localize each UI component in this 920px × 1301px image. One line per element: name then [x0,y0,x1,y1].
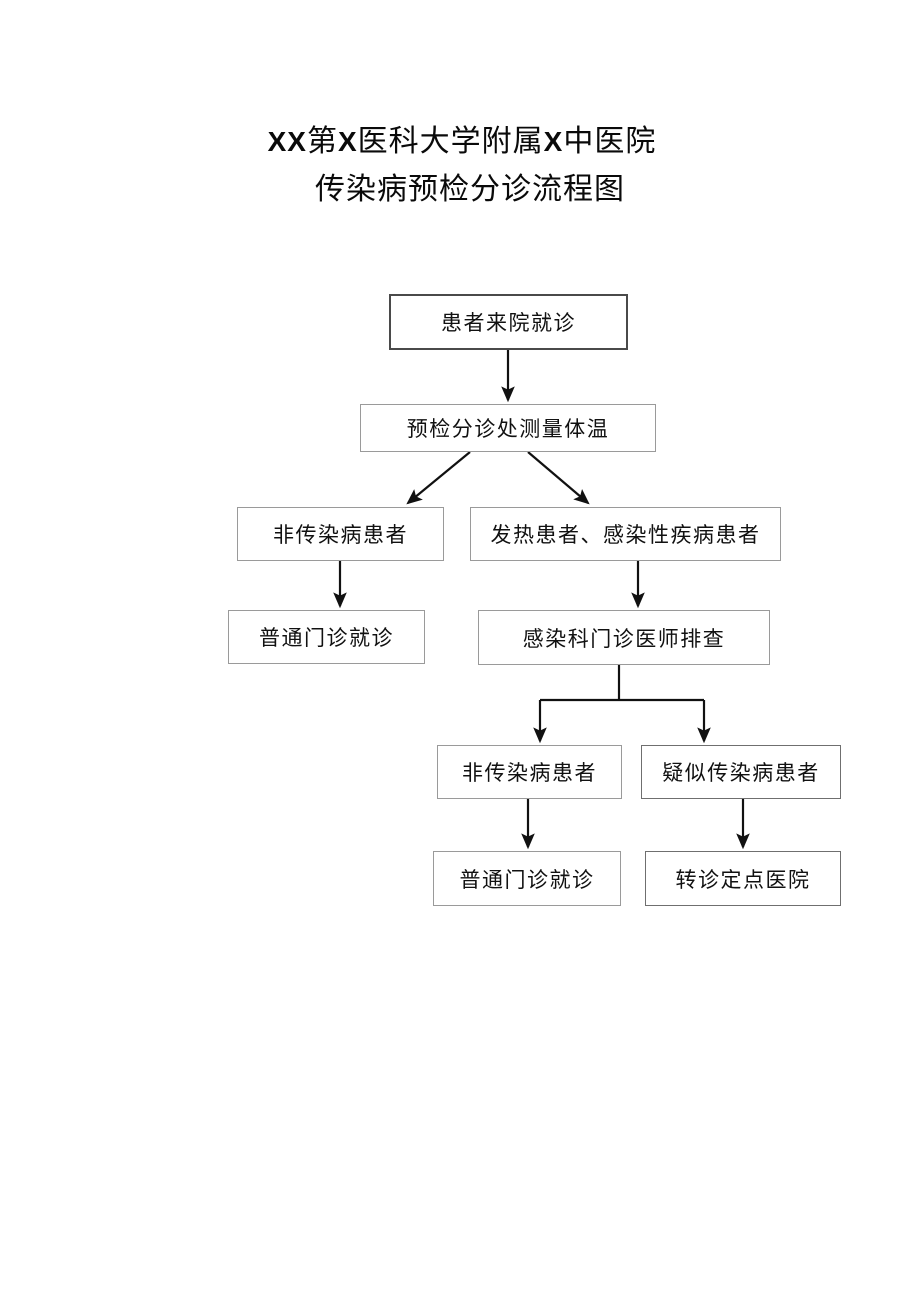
node-suspected-infectious-patient[interactable]: 疑似传染病患者 [641,745,841,799]
node-refer-designated-hospital[interactable]: 转诊定点医院 [645,851,841,906]
node-non-infectious-patient-upper[interactable]: 非传染病患者 [237,507,444,561]
node-general-clinic-lower[interactable]: 普通门诊就诊 [433,851,621,906]
page-title: XX第X医科大学附属X中医院 传染病预检分诊流程图 [0,118,920,214]
title-line-subject: 传染病预检分诊流程图 [315,173,625,206]
node-patient-arrival[interactable]: 患者来院就诊 [389,294,628,350]
node-infectious-dept-screening[interactable]: 感染科门诊医师排查 [478,610,770,665]
title-token-x2: X [543,126,564,157]
edge-n2-n3 [406,451,471,505]
edge-n2-n4 [527,451,590,505]
node-general-clinic-upper[interactable]: 普通门诊就诊 [228,610,425,664]
node-triage-temperature[interactable]: 预检分诊处测量体温 [360,404,656,452]
title-token-x1: X [337,126,358,157]
title-token-medical-university: 医科大学附属 [357,125,544,158]
node-non-infectious-patient-lower[interactable]: 非传染病患者 [437,745,622,799]
node-fever-infectious-patient[interactable]: 发热患者、感染性疾病患者 [470,507,781,561]
title-token-tcm-hospital: 中医院 [563,125,657,158]
title-token-di: 第 [306,125,338,158]
title-line-hospital: XX第X医科大学附属X中医院 [0,118,920,166]
title-token-xx: XX [267,126,307,157]
